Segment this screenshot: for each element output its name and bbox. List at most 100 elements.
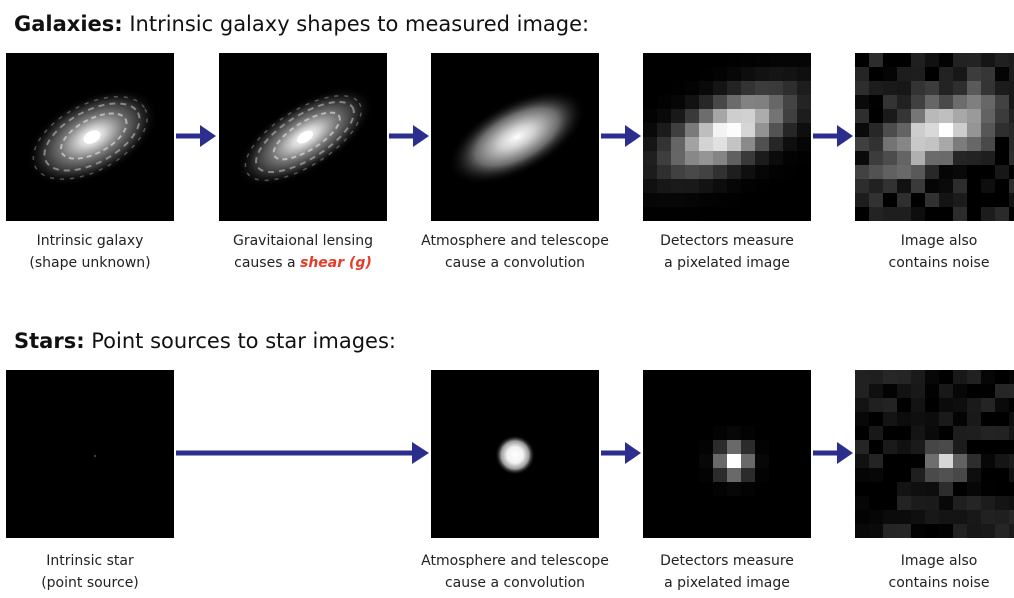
image-pixel: [699, 468, 713, 482]
image-pixel: [713, 496, 727, 510]
image-pixel: [671, 412, 685, 426]
image-pixel: [699, 496, 713, 510]
image-pixel: [741, 412, 755, 426]
image-pixel: [755, 398, 769, 412]
image-pixel: [967, 81, 981, 95]
image-pixel: [727, 412, 741, 426]
image-pixel: [741, 454, 755, 468]
image-pixel: [685, 95, 699, 109]
image-pixel: [1009, 67, 1014, 81]
image-pixel: [797, 81, 811, 95]
image-pixel: [797, 370, 811, 384]
image-pixel: [741, 123, 755, 137]
image-pixel: [643, 384, 657, 398]
image-pixel: [783, 81, 797, 95]
image-pixel: [783, 179, 797, 193]
image-pixel: [897, 482, 911, 496]
image-pixel: [769, 81, 783, 95]
image-pixel: [939, 398, 953, 412]
image-pixel: [855, 482, 869, 496]
image-pixel: [869, 398, 883, 412]
image-pixel: [643, 496, 657, 510]
image-pixel: [925, 109, 939, 123]
caption-intrinsic-star: Intrinsic star (point source): [0, 550, 205, 594]
image-pixel: [797, 165, 811, 179]
caption-line: (point source): [41, 575, 139, 591]
image-pixel: [797, 151, 811, 165]
image-pixel: [713, 207, 727, 221]
image-pixel: [883, 109, 897, 123]
image-pixel: [783, 53, 797, 67]
image-pixel: [769, 53, 783, 67]
image-pixel: [981, 398, 995, 412]
image-pixel: [713, 426, 727, 440]
image-pixel: [657, 165, 671, 179]
image-pixel: [981, 440, 995, 454]
image-pixel: [713, 53, 727, 67]
image-pixel: [911, 412, 925, 426]
image-pixel: [671, 496, 685, 510]
image-pixel: [869, 67, 883, 81]
image-pixel: [911, 426, 925, 440]
image-pixel: [755, 95, 769, 109]
image-pixel: [797, 207, 811, 221]
image-pixel: [741, 398, 755, 412]
image-pixel: [755, 165, 769, 179]
image-pixel: [855, 165, 869, 179]
image-pixel: [1009, 109, 1014, 123]
image-pixel: [713, 370, 727, 384]
image-pixel: [657, 482, 671, 496]
image-pixel: [967, 482, 981, 496]
image-pixel: [727, 524, 741, 538]
galaxies-heading-bold: Galaxies:: [14, 12, 123, 36]
image-pixel: [657, 384, 671, 398]
image-pixel: [643, 440, 657, 454]
image-pixel: [995, 67, 1009, 81]
image-pixel: [869, 81, 883, 95]
image-pixel: [671, 81, 685, 95]
image-pixel: [657, 151, 671, 165]
image-pixel: [727, 123, 741, 137]
image-pixel: [699, 165, 713, 179]
image-pixel: [1009, 151, 1014, 165]
image-pixel: [855, 179, 869, 193]
image-pixel: [671, 454, 685, 468]
image-pixel: [855, 53, 869, 67]
image-pixel: [939, 510, 953, 524]
image-pixel: [869, 109, 883, 123]
image-pixel: [869, 151, 883, 165]
image-pixel: [727, 510, 741, 524]
image-pixel: [897, 398, 911, 412]
image-pixel: [657, 109, 671, 123]
image-pixel: [783, 440, 797, 454]
image-pixel: [727, 207, 741, 221]
image-pixel: [869, 524, 883, 538]
image-pixel: [1009, 179, 1014, 193]
image-pixel: [741, 510, 755, 524]
image-pixel: [713, 510, 727, 524]
image-pixel: [897, 207, 911, 221]
image-pixel: [939, 412, 953, 426]
image-pixel: [769, 95, 783, 109]
image-pixel: [643, 193, 657, 207]
stars-heading-text: Point sources to star images:: [84, 329, 396, 353]
image-pixel: [953, 53, 967, 67]
image-pixel: [939, 524, 953, 538]
image-pixel: [671, 440, 685, 454]
image-pixel: [783, 207, 797, 221]
image-pixel: [897, 524, 911, 538]
image-pixel: [643, 123, 657, 137]
image-pixel: [939, 123, 953, 137]
image-pixel: [995, 524, 1009, 538]
image-pixel: [897, 67, 911, 81]
image-pixel: [783, 123, 797, 137]
image-pixel: [797, 123, 811, 137]
image-pixel: [769, 468, 783, 482]
image-pixel: [643, 67, 657, 81]
image-pixel: [797, 193, 811, 207]
image-pixel: [671, 524, 685, 538]
image-pixel: [727, 468, 741, 482]
image-pixel: [869, 370, 883, 384]
image-pixel: [755, 81, 769, 95]
image-pixel: [981, 384, 995, 398]
